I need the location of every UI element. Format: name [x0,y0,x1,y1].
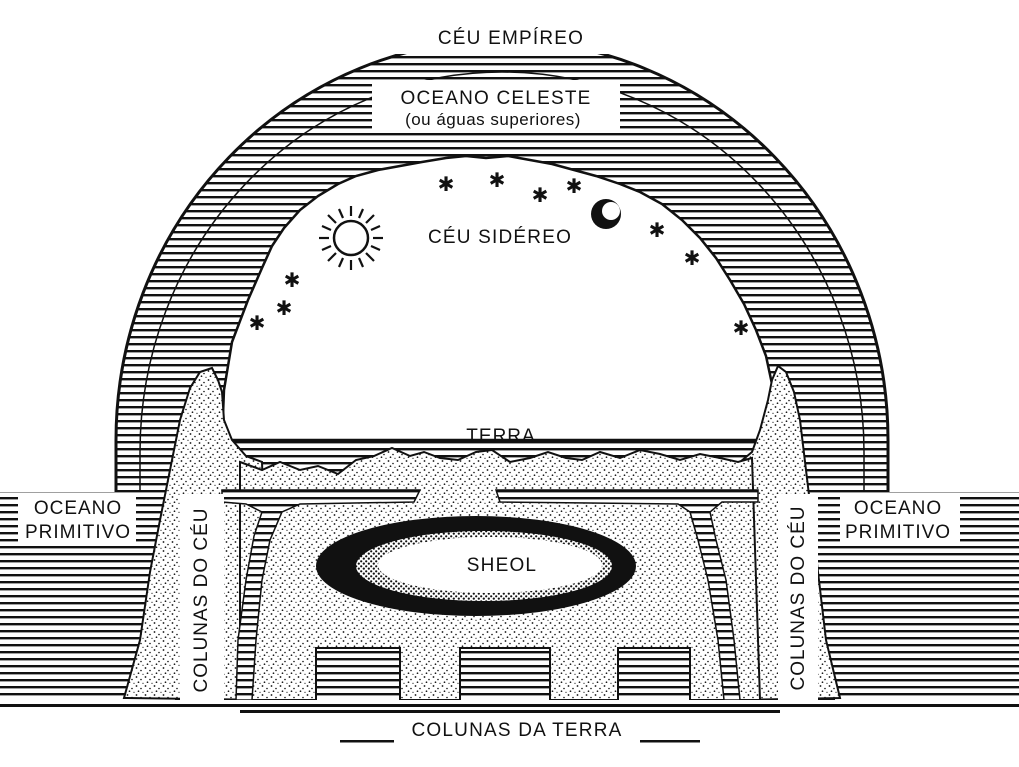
label-oceano-primitivo-left-2: PRIMITIVO [25,522,131,543]
label-oceano-celeste: OCEANO CELESTE [400,88,591,109]
star-icon: ✱ [684,246,701,270]
label-sheol: SHEOL [467,555,537,576]
label-colunas-do-ceu-right: COLUNAS DO CÉU [788,505,809,690]
star-icon: ✱ [532,183,549,207]
star-icon: ✱ [733,316,750,340]
label-oceano-primitivo-right-1: OCEANO [854,498,942,519]
label-oceano-primitivo-right-2: PRIMITIVO [845,522,951,543]
sun-icon [319,206,383,270]
star-icon: ✱ [566,174,583,198]
star-icon: ✱ [249,311,266,335]
label-ceu-sidereo: CÉU SIDÉREO [428,227,572,248]
star-icon: ✱ [438,172,455,196]
label-colunas-da-terra: COLUNAS DA TERRA [411,720,622,741]
label-oceano-primitivo-left-1: OCEANO [34,498,122,519]
label-aguas-superiores: (ou águas superiores) [405,110,581,129]
moon-icon [591,199,621,229]
star-icon: ✱ [276,296,293,320]
star-icon: ✱ [649,218,666,242]
star-icon: ✱ [489,168,506,192]
label-ceu-empireo: CÉU EMPÍREO [438,28,584,49]
label-colunas-do-ceu-left: COLUNAS DO CÉU [191,507,212,692]
star-icon: ✱ [284,268,301,292]
earth-pillars [316,648,690,704]
label-terra: TERRA [466,426,535,447]
